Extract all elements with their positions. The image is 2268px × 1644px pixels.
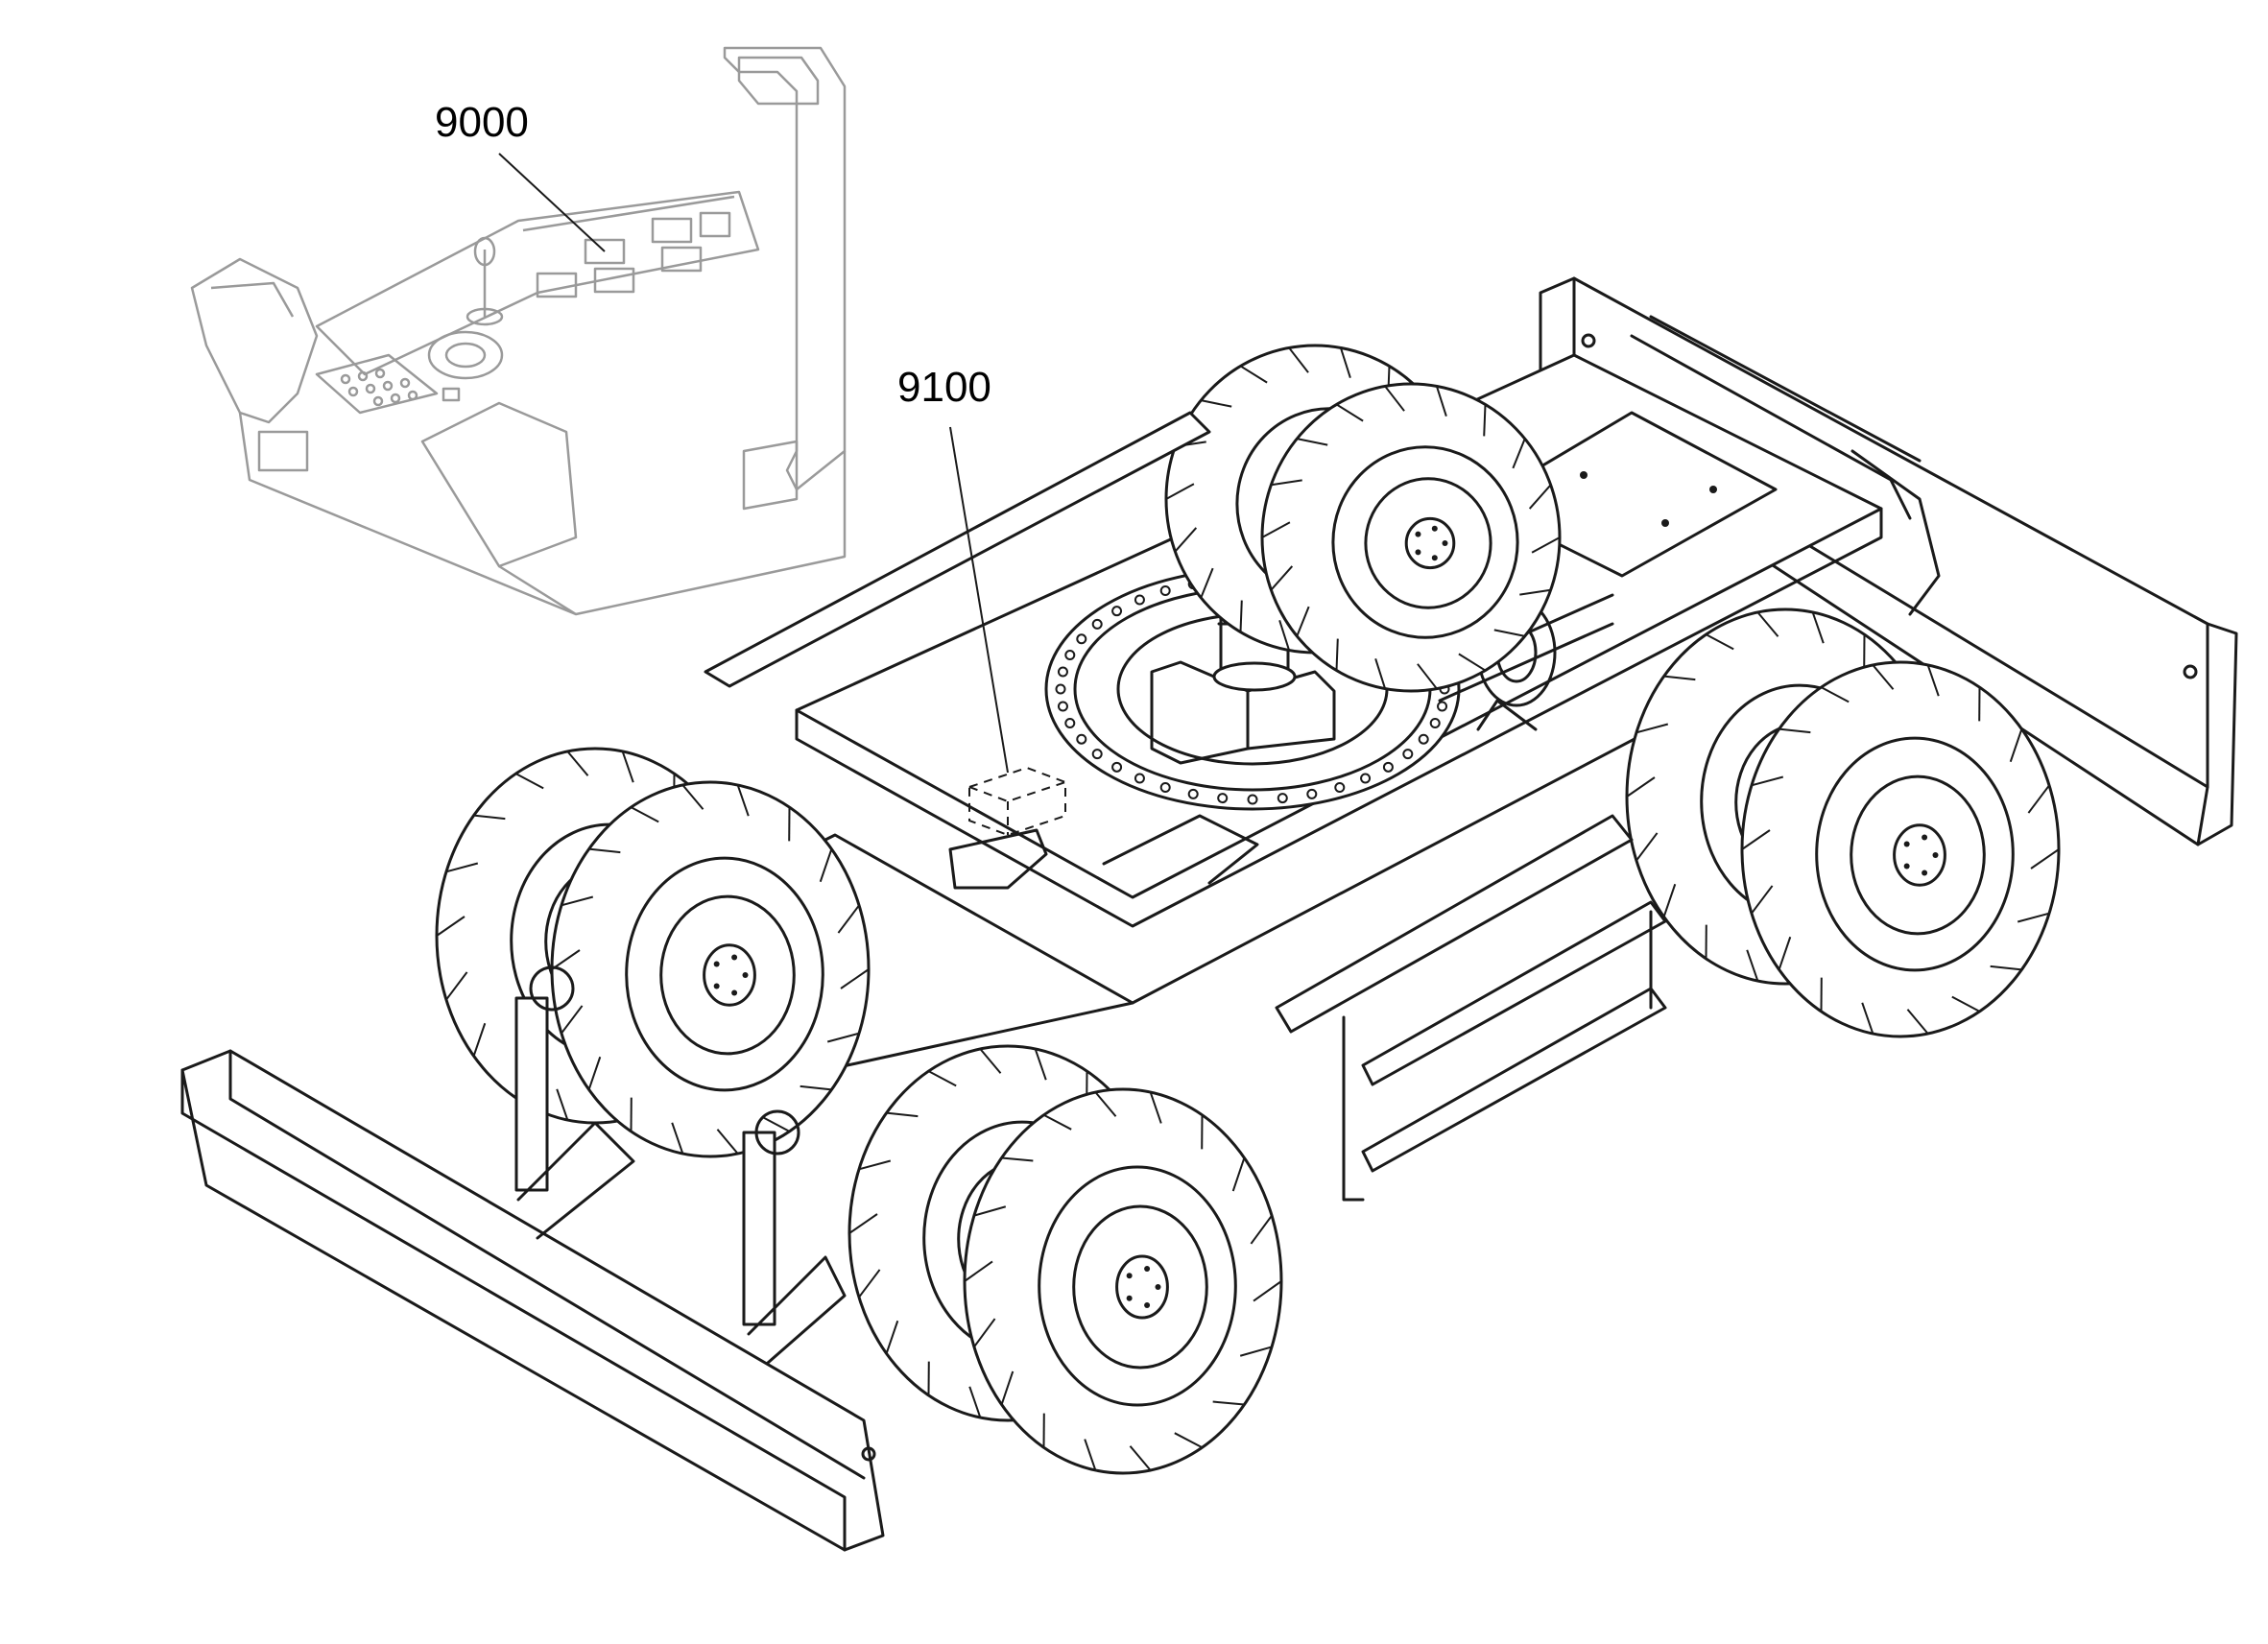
operator-console xyxy=(190,46,847,616)
bolt-hole xyxy=(1076,733,1087,745)
bolt-hole xyxy=(1057,701,1068,712)
bolt-hole xyxy=(1134,594,1145,606)
leader-9100 xyxy=(949,426,1009,774)
bolt-hole xyxy=(1091,749,1103,760)
bolt-hole xyxy=(1382,761,1394,773)
foot-plate-holes xyxy=(340,368,418,407)
bolt-hole xyxy=(1334,781,1346,793)
bolt-hole xyxy=(1064,649,1076,660)
bolt-hole xyxy=(1306,788,1318,799)
bolt-hole xyxy=(1247,794,1258,805)
wheel xyxy=(1260,382,1562,693)
wheel xyxy=(550,780,871,1158)
bolt-hole xyxy=(1159,585,1171,597)
bolt-hole xyxy=(1360,773,1372,784)
bolt-hole xyxy=(1134,773,1145,784)
bolt-hole xyxy=(1187,788,1199,799)
bolt-hole xyxy=(1055,683,1066,695)
front-dozer-blade xyxy=(180,965,885,1552)
side-steps xyxy=(704,411,1667,1202)
bolt-hole xyxy=(1159,781,1171,793)
leader-9000 xyxy=(498,153,606,252)
bolt-hole xyxy=(1418,733,1429,745)
bolt-hole xyxy=(1217,793,1229,804)
control-unit-box xyxy=(968,766,1066,837)
bolt-hole xyxy=(1091,618,1103,630)
bolt-hole xyxy=(1076,633,1087,645)
bolt-hole xyxy=(1402,749,1414,760)
bolt-hole xyxy=(1437,701,1448,712)
callout-9100: 9100 xyxy=(897,364,991,411)
bolt-hole xyxy=(1057,666,1068,678)
joystick-icon xyxy=(466,236,504,326)
wheel xyxy=(963,1087,1283,1475)
bolt-hole xyxy=(1064,718,1076,729)
bolt-hole xyxy=(1111,761,1123,773)
wheel xyxy=(1740,660,2061,1038)
bolt-hole xyxy=(1429,718,1441,729)
bolt-hole xyxy=(1277,793,1288,804)
console-buttons xyxy=(536,211,731,298)
bolt-hole xyxy=(1111,606,1123,617)
dial-icon xyxy=(427,330,504,402)
callout-9000: 9000 xyxy=(435,99,529,146)
leader-lines xyxy=(498,153,1009,774)
